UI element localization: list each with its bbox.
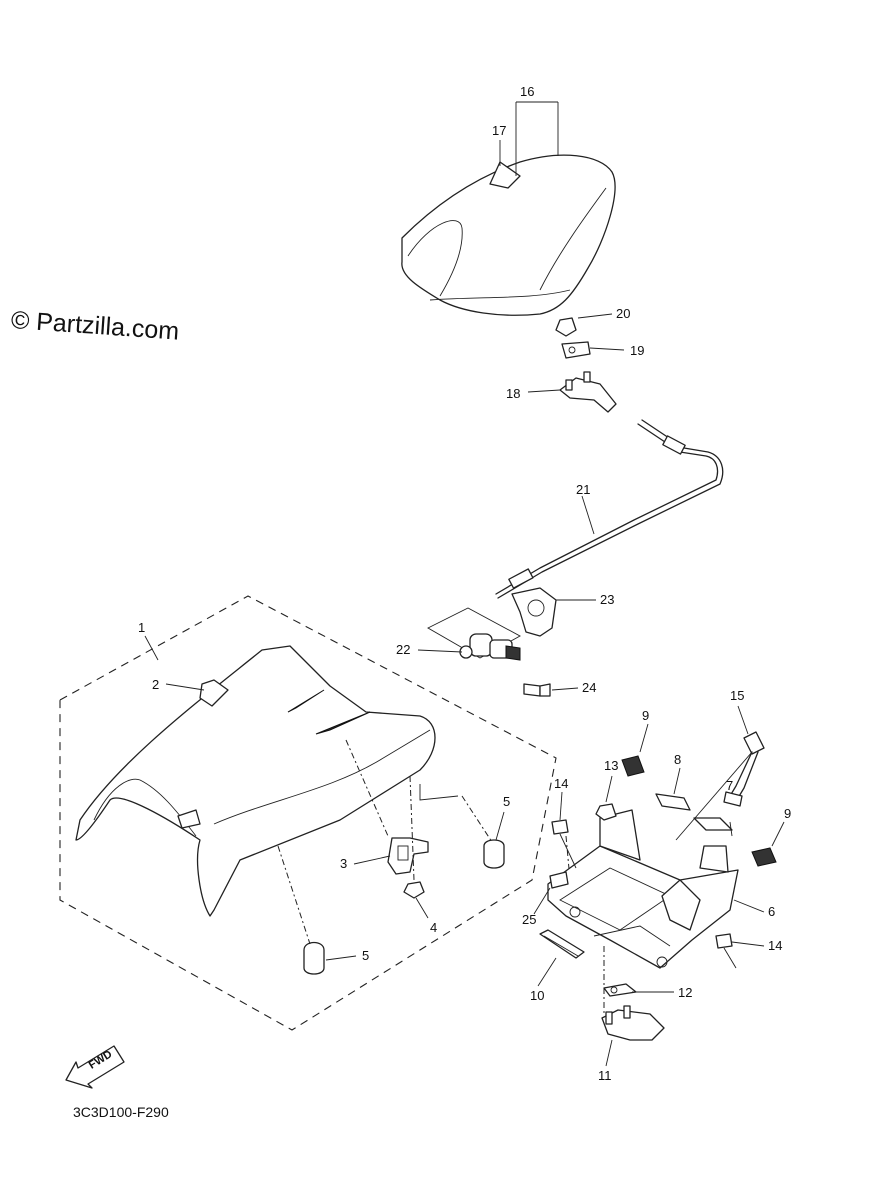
callout-5b: 5 (362, 948, 369, 963)
bracket-3 (387, 837, 429, 875)
diagram-code: 3C3D100-F290 (73, 1104, 169, 1120)
damper-5a (483, 839, 505, 869)
seat-lock-18 (559, 371, 617, 413)
fwd-arrow-icon (65, 1045, 125, 1089)
callout-2: 2 (152, 677, 159, 692)
bolt-24 (523, 683, 551, 697)
lock-22 (427, 607, 521, 661)
callout-3: 3 (340, 856, 347, 871)
lock-bracket-11 (601, 1005, 665, 1041)
block-9a (621, 755, 645, 777)
nut-4 (403, 881, 425, 899)
callout-12: 12 (678, 985, 692, 1000)
callout-10: 10 (530, 988, 544, 1003)
callout-11: 11 (598, 1068, 612, 1083)
callout-19: 19 (630, 343, 644, 358)
strip-10 (539, 929, 585, 959)
callout-16: 16 (520, 84, 534, 99)
callout-8: 8 (674, 752, 681, 767)
seat-group-outline (59, 595, 557, 1031)
callout-5a: 5 (503, 794, 510, 809)
callout-21: 21 (576, 482, 590, 497)
callout-22: 22 (396, 642, 410, 657)
rear-seat-16 (401, 154, 616, 316)
callout-17: 17 (492, 123, 506, 138)
callout-25: 25 (522, 912, 536, 927)
callout-24: 24 (582, 680, 596, 695)
callout-4: 4 (430, 920, 437, 935)
cable-21 (495, 419, 724, 599)
bolt-14a (551, 819, 577, 869)
nut-13 (595, 803, 617, 821)
callout-9b: 9 (784, 806, 791, 821)
callout-13: 13 (604, 758, 618, 773)
strip-7 (693, 817, 733, 831)
callout-14b: 14 (768, 938, 782, 953)
callout-1: 1 (138, 620, 145, 635)
callout-15: 15 (730, 688, 744, 703)
block-9b (751, 847, 777, 867)
bracket-23 (511, 587, 557, 637)
bolt-14b (715, 933, 737, 969)
callout-6: 6 (768, 904, 775, 919)
tag-2 (199, 679, 229, 707)
fwd-arrow: FWD (62, 1040, 132, 1090)
callout-9a: 9 (642, 708, 649, 723)
seat-1 (75, 645, 436, 917)
callout-20: 20 (616, 306, 630, 321)
callout-18: 18 (506, 386, 520, 401)
nut-20 (555, 317, 577, 337)
callout-23: 23 (600, 592, 614, 607)
plate-12 (603, 983, 637, 997)
plate-19 (561, 341, 591, 359)
block-25 (549, 871, 569, 889)
callout-7: 7 (726, 778, 733, 793)
damper-5b (303, 941, 325, 975)
base-plate-6 (547, 809, 739, 969)
callout-14a: 14 (554, 776, 568, 791)
strap-15 (675, 731, 765, 841)
strip-8 (655, 793, 691, 811)
